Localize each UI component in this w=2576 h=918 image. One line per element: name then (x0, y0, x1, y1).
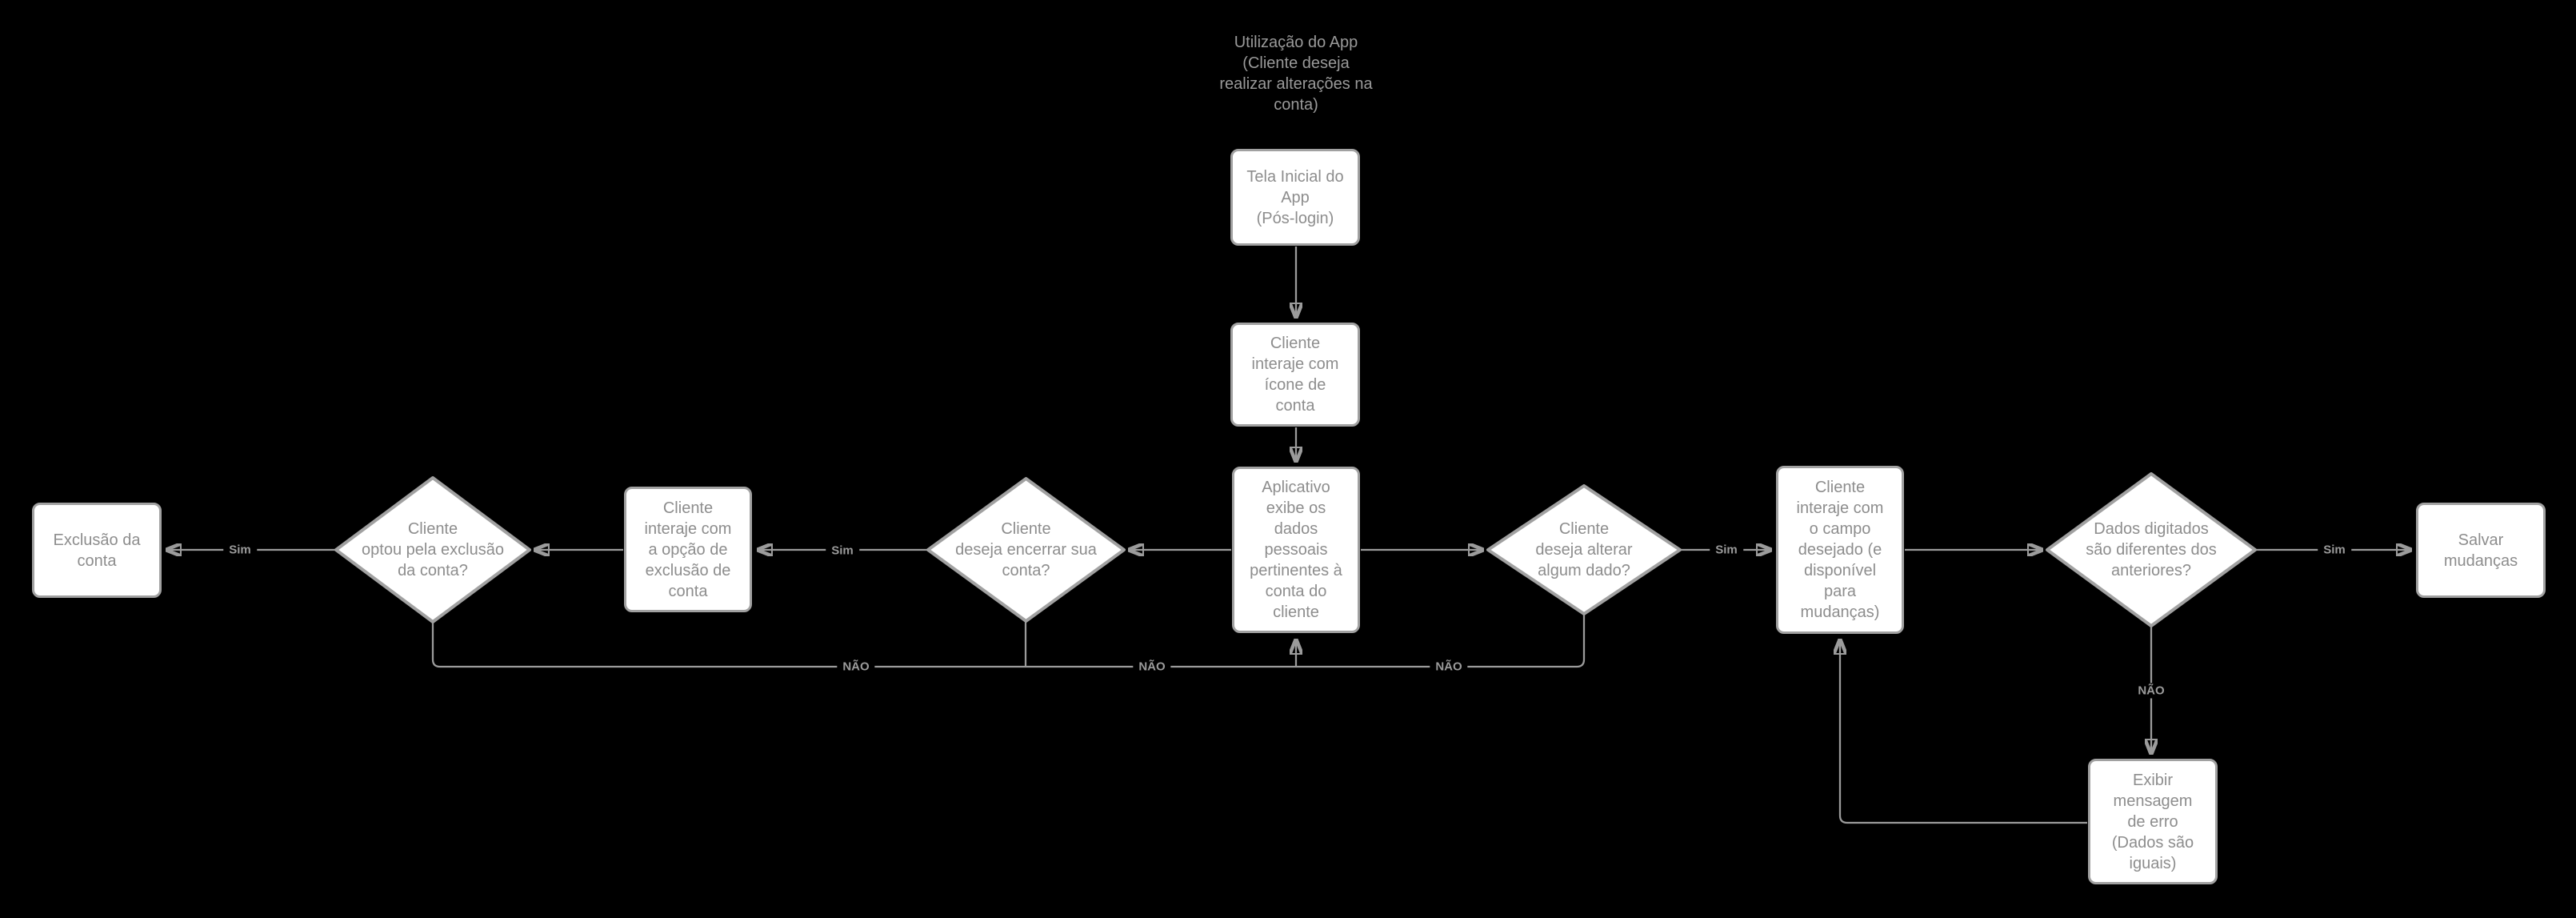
diagram-title: Utilização do App (Cliente deseja realiz… (1219, 34, 1373, 114)
process-exibe-dados[interactable]: Aplicativo exibe os dados pessoais perti… (1232, 467, 1360, 633)
process-campo-desejado[interactable]: Cliente interaje com o campo desejado (e… (1776, 466, 1904, 634)
process-exclusao-conta[interactable]: Exclusão da conta (32, 503, 162, 598)
label-nao-encerrar: NÃO (1133, 659, 1171, 675)
edge-erro-to-campo (1840, 640, 2087, 824)
process-mensagem-erro[interactable]: Exibir mensagem de erro (Dados são iguai… (2088, 759, 2218, 884)
decision-dados-diferentes[interactable]: Dados digitados são diferentes dos anter… (2046, 472, 2257, 627)
label-sim-exclusao: Sim (223, 542, 257, 558)
process-salvar-mudancas[interactable]: Salvar mudanças (2416, 503, 2546, 598)
label-nao-alterar: NÃO (1430, 659, 1468, 675)
process-opcao-exclusao[interactable]: Cliente interaje com a opção de exclusão… (624, 487, 752, 612)
label-sim-salvar: Sim (2318, 542, 2351, 558)
edge-nao-merge-line (431, 615, 1586, 668)
process-icone-conta[interactable]: Cliente interaje com ícone de conta (1230, 323, 1360, 427)
label-nao-optou: NÃO (837, 659, 875, 675)
decision-optou-exclusao[interactable]: Cliente optou pela exclusão da conta? (334, 476, 531, 623)
label-sim-campo: Sim (1710, 542, 1743, 558)
label-sim-opcao: Sim (826, 543, 859, 559)
process-tela-inicial[interactable]: Tela Inicial do App (Pós-login) (1230, 149, 1360, 246)
label-nao-dados: NÃO (2132, 683, 2170, 699)
decision-alterar-dado[interactable]: Cliente deseja alterar algum dado? (1486, 484, 1682, 615)
decision-encerrar-conta[interactable]: Cliente deseja encerrar sua conta? (926, 477, 1126, 623)
